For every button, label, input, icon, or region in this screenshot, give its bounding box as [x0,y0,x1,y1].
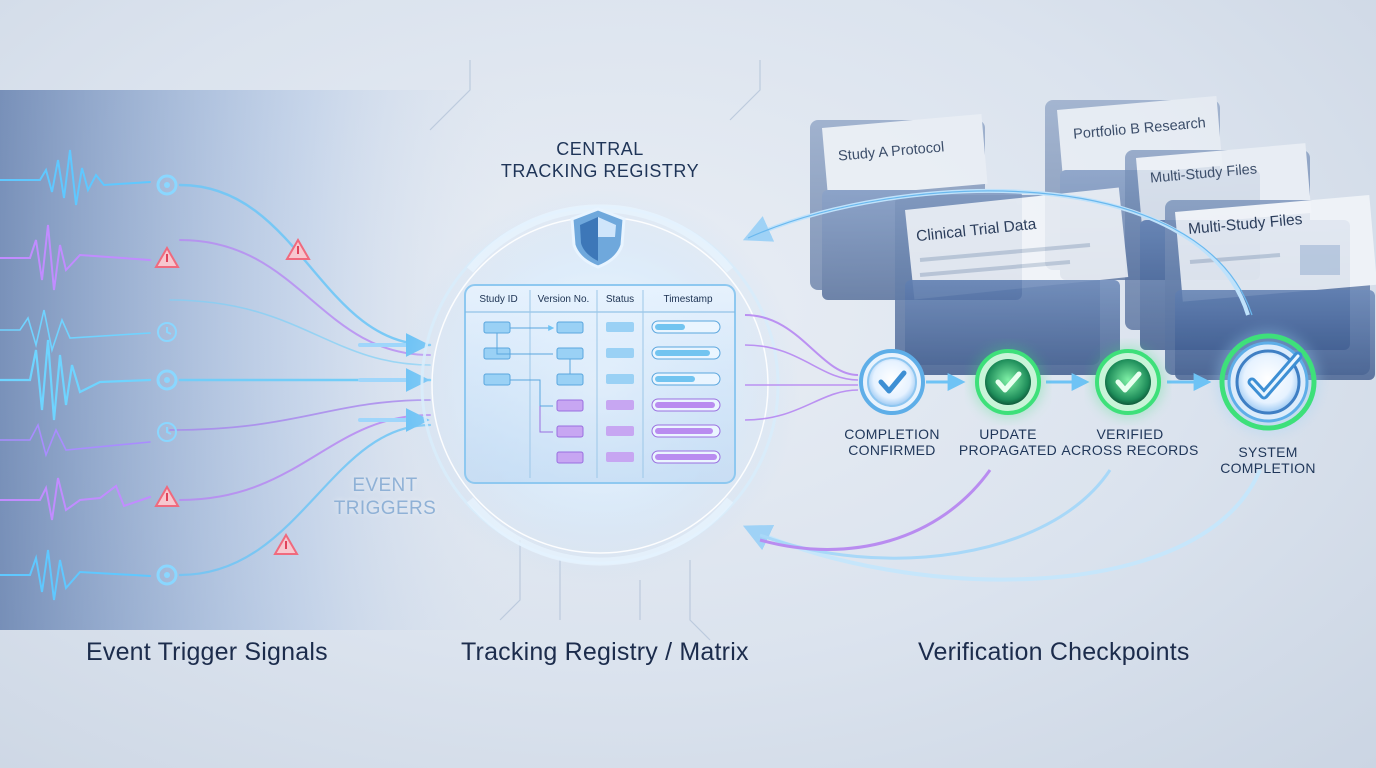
event-streams [169,183,432,577]
heading-verification-checkpoints: Verification Checkpoints [918,638,1190,666]
warning-icon [273,533,299,555]
gear-icon [156,564,178,586]
checkpoint-label-line: PROPAGATED [958,442,1058,458]
checkpoint-label-line: CONFIRMED [848,442,936,458]
gear-icon [156,369,178,391]
checkpoint-label-completion: COMPLETION CONFIRMED [832,426,952,458]
registry-title-line1: CENTRAL [556,139,644,159]
checkpoint-label-line: UPDATE [979,426,1037,442]
clock-icon [157,422,177,442]
event-triggers-label: EVENT TRIGGERS [320,474,450,520]
column-header-study-id: Study ID [479,294,518,305]
checkpoint-label-line: VERIFIED [1096,426,1164,442]
output-streams [744,314,859,421]
matrix-rows [483,320,721,464]
column-header-status: Status [605,294,635,305]
column-header-timestamp: Timestamp [663,294,713,305]
check-icon [859,349,925,415]
warning-icon [285,238,311,260]
warning-icon [154,485,180,507]
checkpoint-label-verified: VERIFIED ACROSS RECORDS [1060,426,1200,458]
feedback-arrows [742,188,1262,582]
checkpoint-label-update: UPDATE PROPAGATED [948,426,1068,458]
warning-icon [154,246,180,268]
column-header-version: Version No. [537,294,590,305]
event-triggers-line2: TRIGGERS [333,498,437,519]
checkpoint-label-line: COMPLETION [844,426,940,442]
clock-icon [157,322,177,342]
checkpoint-label-line: ACROSS RECORDS [1061,442,1199,458]
check-icon [972,346,1044,418]
checkpoint-label-line: COMPLETION [1220,460,1316,476]
checkpoint-label-line: SYSTEM [1238,444,1298,460]
checkpoint-label-system: SYSTEM COMPLETION [1208,444,1328,476]
signal-waveforms [0,149,152,601]
heading-event-trigger-signals: Event Trigger Signals [86,638,328,666]
event-triggers-line1: EVENT [352,475,418,496]
check-icon [1092,346,1164,418]
check-icon [1216,330,1320,434]
registry-title-line2: TRACKING REGISTRY [500,161,700,181]
shield-icon [570,207,626,269]
heading-tracking-registry: Tracking Registry / Matrix [461,638,749,666]
folder-icon [895,187,1129,375]
registry-title: CENTRAL TRACKING REGISTRY [440,138,760,182]
gear-icon [156,174,178,196]
